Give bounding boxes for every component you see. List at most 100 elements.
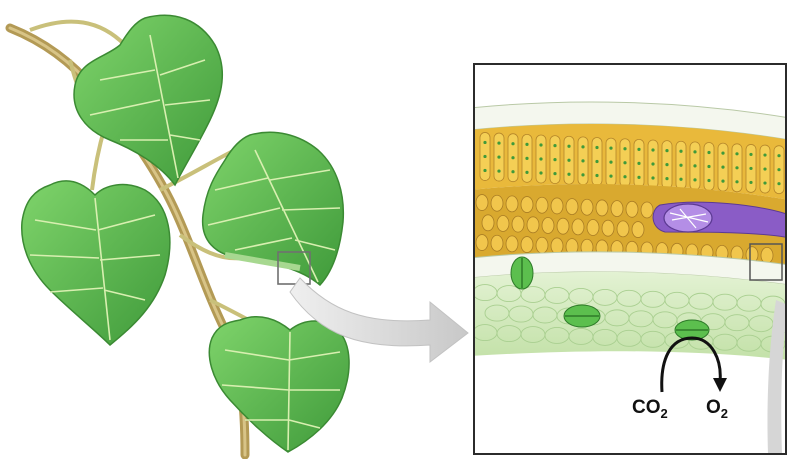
stoma [564, 305, 600, 327]
spongy-cell [512, 216, 524, 232]
leaf [209, 317, 349, 452]
leaf-cross-section-panel [470, 64, 790, 454]
chloroplast [609, 147, 612, 150]
chloroplast [749, 181, 752, 184]
chloroplast [735, 166, 738, 169]
chloroplast [721, 166, 724, 169]
chloroplast [595, 160, 598, 163]
chloroplast [483, 155, 486, 158]
chloroplast [763, 181, 766, 184]
chloroplast [595, 146, 598, 149]
chloroplast [721, 152, 724, 155]
chloroplast [693, 150, 696, 153]
chloroplast [637, 148, 640, 151]
spongy-cell [536, 197, 548, 213]
spongy-cell [551, 198, 563, 214]
spongy-cell [557, 218, 569, 234]
spongy-cell [572, 219, 584, 235]
spongy-cell [482, 215, 494, 231]
chloroplast [553, 144, 556, 147]
spongy-cell [596, 200, 608, 216]
chloroplast [693, 178, 696, 181]
spongy-cell [476, 195, 488, 211]
chloroplast [693, 164, 696, 167]
spongy-cell [626, 201, 638, 217]
chloroplast [525, 157, 528, 160]
chloroplast [539, 143, 542, 146]
chloroplast [665, 177, 668, 180]
chloroplast [623, 175, 626, 178]
spongy-cell [491, 235, 503, 251]
spongy-cell [641, 202, 653, 218]
spongy-cell [761, 247, 773, 263]
chloroplast [497, 169, 500, 172]
chloroplast [651, 148, 654, 151]
chloroplast [637, 162, 640, 165]
chloroplast [651, 176, 654, 179]
chloroplast [581, 159, 584, 162]
chloroplast [707, 165, 710, 168]
chloroplast [777, 168, 780, 171]
spongy-cell [476, 235, 488, 251]
spongy-cell [527, 217, 539, 233]
chloroplast [595, 174, 598, 177]
chloroplast [609, 175, 612, 178]
chloroplast [525, 143, 528, 146]
chloroplast [539, 171, 542, 174]
chloroplast [707, 179, 710, 182]
chloroplast [525, 171, 528, 174]
spongy-cell [617, 221, 629, 237]
chloroplast [637, 176, 640, 179]
chloroplast [763, 167, 766, 170]
chloroplast [553, 172, 556, 175]
chloroplast [777, 182, 780, 185]
spongy-cell [521, 197, 533, 213]
chloroplast [567, 173, 570, 176]
spongy-cell [521, 237, 533, 253]
chloroplast [553, 158, 556, 161]
spongy-cell [566, 199, 578, 215]
chloroplast [623, 161, 626, 164]
chloroplast [651, 162, 654, 165]
spongy-cell [506, 236, 518, 252]
chloroplast [665, 163, 668, 166]
stoma [511, 257, 533, 289]
chloroplast [567, 145, 570, 148]
chloroplast [511, 142, 514, 145]
chloroplast [483, 169, 486, 172]
chloroplast [609, 161, 612, 164]
chloroplast [511, 156, 514, 159]
spongy-cell [491, 195, 503, 211]
chloroplast [623, 147, 626, 150]
chloroplast [735, 152, 738, 155]
chloroplast [679, 150, 682, 153]
leaf [22, 181, 170, 345]
chloroplast [581, 145, 584, 148]
spongy-cell [611, 201, 623, 217]
chloroplast [749, 153, 752, 156]
chloroplast [721, 180, 724, 183]
chloroplast [539, 157, 542, 160]
spongy-cell [497, 215, 509, 231]
chloroplast [497, 155, 500, 158]
spongy-cell [542, 218, 554, 234]
chloroplast [707, 151, 710, 154]
chloroplast [763, 153, 766, 156]
chloroplast [735, 180, 738, 183]
chloroplast [497, 141, 500, 144]
plant-branch [10, 15, 349, 455]
spongy-cell [587, 220, 599, 236]
spongy-cell [632, 222, 644, 238]
spongy-cell [581, 199, 593, 215]
chloroplast [581, 173, 584, 176]
spongy-cell [602, 220, 614, 236]
chloroplast [679, 178, 682, 181]
chloroplast [679, 164, 682, 167]
spongy-cell [536, 237, 548, 253]
chloroplast [749, 167, 752, 170]
chloroplast [511, 170, 514, 173]
spongy-cell [551, 238, 563, 254]
chloroplast [567, 159, 570, 162]
chloroplast [483, 141, 486, 144]
